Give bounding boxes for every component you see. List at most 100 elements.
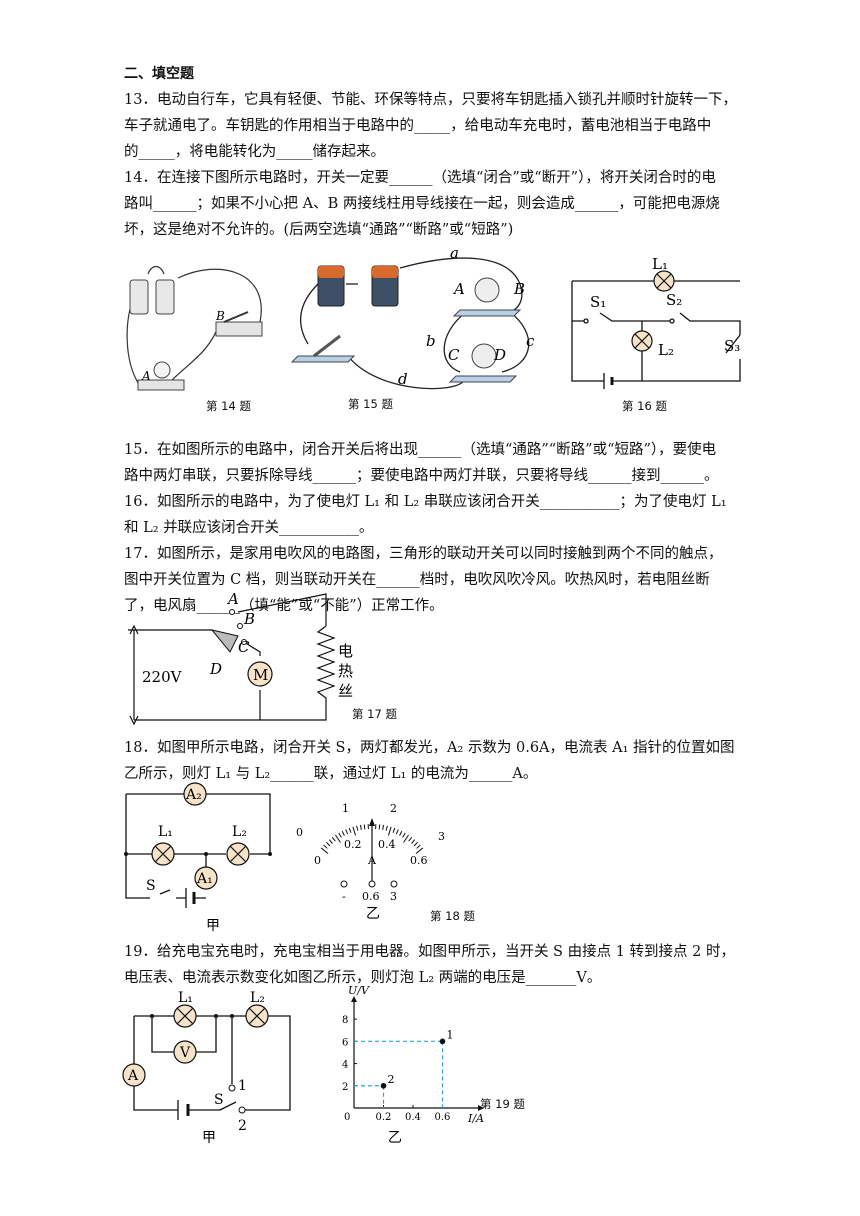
- fig15-terminal-c: C: [448, 346, 460, 364]
- y-tick-label: 6: [342, 1037, 348, 1048]
- fig17-voltage-label: 220V: [142, 668, 183, 686]
- fig17-contact-a: A: [226, 590, 239, 608]
- fig14-caption: 第 14 题: [206, 399, 251, 413]
- fig18-inner-scale-0-6: 0.6: [410, 854, 428, 867]
- origin-label: 0: [344, 1112, 350, 1123]
- fig18-lamp-l2: L₂: [232, 824, 247, 840]
- fig18-ammeter-a2: A₂: [185, 787, 202, 803]
- fig18-inner-scale-0-4: 0.4: [378, 838, 396, 851]
- fig15-wire-b: b: [426, 332, 436, 350]
- q16-line-1: 16．如图所示的电路中，为了使电灯 L₁ 和 L₂ 串联应该闭合开关______…: [124, 494, 727, 510]
- data-point-label: 1: [447, 1028, 454, 1041]
- q19-line-1: 19．给充电宝充电时，充电宝相当于用电器。如图甲所示，当开关 S 由接点 1 转…: [124, 944, 735, 960]
- fig18-inner-scale-0: 0: [314, 854, 321, 867]
- fig19-jia-label: 甲: [202, 1130, 216, 1146]
- fig19-lamp-l2: L₂: [250, 990, 265, 1006]
- fig15-terminal-d: D: [493, 346, 506, 364]
- q18-line-2: 乙所示，则灯 L₁ 与 L₂______联，通过灯 L₁ 的电流为______A…: [124, 766, 538, 782]
- dial-tick: [378, 824, 381, 830]
- fig15-terminal-a: A: [452, 280, 465, 298]
- dial-tick: [335, 834, 341, 843]
- fig18-switch-s: S: [146, 878, 156, 894]
- dial-tick: [392, 827, 396, 833]
- fig16-label-s3: S₃: [724, 337, 740, 355]
- data-point: [380, 1082, 387, 1089]
- dial-tick: [323, 844, 328, 849]
- q17-line-2: 图中开关位置为 C 档，则当联动开关在______档时，电吹风吹冷风。吹热风时，…: [124, 572, 710, 588]
- fig18-unit-label: A: [367, 854, 377, 867]
- fig16-label-s1: S₁: [590, 293, 606, 311]
- fig17-motor-label: M: [253, 666, 268, 684]
- fig16-label-s2: S₂: [666, 291, 682, 309]
- fig15-caption: 第 15 题: [348, 397, 393, 411]
- q13-line-2: 车子就通电了。车钥匙的作用相当于电路中的_____，给电动车充电时，蓄电池相当于…: [124, 118, 712, 134]
- fig18-jia-circuit: A₂ A₁ L₁ L₂ S 甲: [124, 782, 272, 934]
- q13-line-3: 的_____，将电能转化为_____储存起来。: [124, 144, 385, 160]
- fig17-caption: 第 17 题: [352, 707, 397, 721]
- y-tick-label: 8: [342, 1015, 348, 1026]
- fig15-wire-c: c: [526, 332, 535, 350]
- fig18-lamp-l1: L₁: [158, 824, 173, 840]
- q15-line-2: 路中两灯串联，只要拆除导线______；要使电路中两灯并联，只要将导线_____…: [124, 468, 719, 484]
- dial-tick: [345, 829, 349, 835]
- fig17-heater-label-3: 丝: [338, 682, 353, 700]
- fig18-terminal-3: 3: [390, 890, 397, 903]
- fig18-terminal-0-6: 0.6: [362, 890, 380, 903]
- q14-line-2: 路叫______；如果不小心把 A、B 两接线柱用导线接在一起，则会造成____…: [124, 196, 720, 212]
- fig18-yi-label: 乙: [366, 906, 380, 922]
- section-title: 二、填空题: [124, 66, 194, 82]
- fig17-hair-dryer-circuit: 220V A B C D M 电 热 丝: [128, 590, 353, 726]
- dial-tick: [331, 836, 336, 842]
- dial-tick: [403, 834, 409, 843]
- fig17-contact-d: D: [209, 660, 222, 678]
- fig19-contact-1: 1: [238, 1078, 247, 1094]
- dial-tick: [399, 830, 403, 836]
- fig18-outer-scale-3: 3: [438, 830, 445, 843]
- fig18-outer-scale-2: 2: [390, 802, 397, 815]
- fig18-jia-label: 甲: [206, 918, 220, 934]
- dial-tick: [387, 826, 392, 836]
- fig19-switch-s: S: [214, 1092, 224, 1108]
- x-tick-label: 0.6: [435, 1112, 451, 1123]
- dial-tick: [338, 832, 342, 838]
- dial-tick: [341, 830, 345, 836]
- fig18-terminal-neg: -: [342, 890, 346, 903]
- y-axis-arrow: [351, 996, 357, 1002]
- fig18-caption: 第 18 题: [430, 909, 475, 923]
- dial-tick: [415, 847, 424, 855]
- fig18-outer-scale-0: 0: [296, 826, 303, 839]
- fig17-heater-label-2: 热: [338, 662, 353, 680]
- q17-line-3: 了，电风扇______（填“能”或“不能”）正常工作。: [124, 598, 444, 614]
- dial-tick: [408, 836, 413, 842]
- fig17-contact-c: C: [238, 638, 250, 656]
- fig19-ammeter: A: [127, 1068, 139, 1084]
- fig19-lamp-l1: L₁: [178, 990, 193, 1006]
- dial-tick: [402, 832, 406, 838]
- dial-tick: [385, 825, 388, 831]
- x-axis-arrow: [478, 1105, 484, 1111]
- q17-line-1: 17．如图所示，是家用电吹风的电路图，三角形的联动开关可以同时接触到两个不同的触…: [124, 546, 723, 562]
- dial-tick: [356, 825, 359, 831]
- fig17-heater-label-1: 电: [338, 642, 353, 660]
- dial-tick: [413, 841, 418, 847]
- dial-tick: [382, 824, 385, 831]
- dial-tick: [320, 847, 329, 855]
- fig14-label-a: A: [141, 369, 151, 383]
- fig15-circuit-illustration: a b c d A B C D: [290, 244, 535, 390]
- fig17-contact-b: B: [243, 610, 255, 628]
- fig19-yi-label: 乙: [388, 1130, 402, 1146]
- x-tick-label: 0.2: [376, 1112, 392, 1123]
- dial-tick: [359, 824, 362, 831]
- data-point-label: 2: [388, 1073, 395, 1086]
- y-tick-label: 4: [342, 1060, 348, 1071]
- q16-line-2: 和 L₂ 并联应该闭合开关___________。: [124, 520, 374, 536]
- dial-tick: [326, 841, 331, 847]
- x-tick-label: 0.4: [405, 1112, 421, 1123]
- fig15-wire-a: a: [450, 244, 459, 262]
- dial-tick: [411, 839, 416, 844]
- fig19-contact-2: 2: [238, 1118, 247, 1134]
- fig18-ammeter-a1: A₁: [196, 871, 213, 887]
- fig14-circuit-illustration: B A: [126, 265, 263, 391]
- q13-line-1: 13．电动自行车，它具有轻便、节能、环保等特点，只要将车钥匙插入锁孔并顺时针旋转…: [124, 92, 737, 108]
